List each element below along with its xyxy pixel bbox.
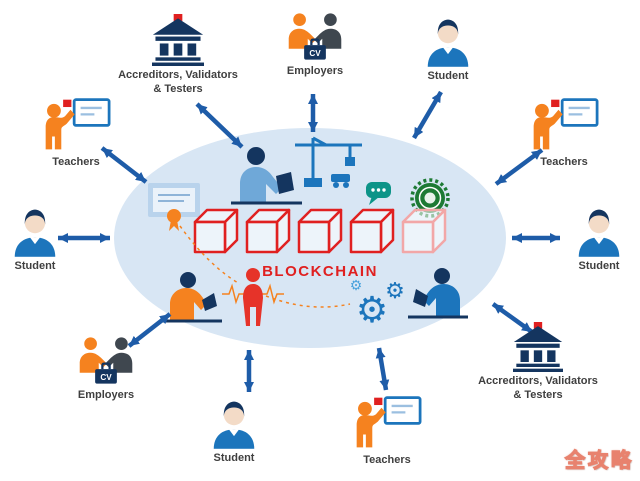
node-label: Accreditors, Validators& Testers <box>118 69 238 95</box>
node-teachers-bottom: Teachers <box>350 394 424 468</box>
svg-text:⚙: ⚙ <box>350 277 363 293</box>
node-student-right: Student <box>567 206 631 274</box>
student-icon <box>572 206 626 257</box>
center-scene: BLOCKCHAIN ⚙ ⚙ ⚙ <box>114 128 506 348</box>
cube-icon <box>245 208 291 254</box>
arrow-student-top-right <box>412 90 443 140</box>
person-at-laptop-left-icon <box>162 272 222 323</box>
node-student-left: Student <box>3 206 67 274</box>
crane-icon <box>295 136 362 188</box>
teacher-icon <box>529 96 599 153</box>
human-figure-icon <box>222 268 284 326</box>
student-icon <box>8 206 62 257</box>
node-employers-bottom-left: Employers <box>61 334 151 403</box>
cube-icon <box>297 208 343 254</box>
node-accreditors-top-left: Accreditors, Validators& Testers <box>103 14 253 97</box>
node-label: Student <box>427 70 469 82</box>
gears-icon: ⚙ ⚙ ⚙ <box>350 277 405 330</box>
teacher-icon <box>352 394 422 451</box>
node-label: Teachers <box>540 156 588 168</box>
arrow-teachers-upper-left <box>100 146 148 184</box>
chat-icon <box>366 182 391 205</box>
node-label: Accreditors, Validators& Testers <box>478 375 598 401</box>
arrow-employers-bottom-left <box>127 312 172 348</box>
seal-icon <box>410 178 450 218</box>
cube-icon <box>401 208 447 254</box>
svg-text:⚙: ⚙ <box>356 289 388 330</box>
node-label: Student <box>578 260 620 272</box>
node-label: Teachers <box>363 454 411 466</box>
node-label: Employers <box>286 65 344 77</box>
blockchain-label: BLOCKCHAIN <box>262 263 378 280</box>
node-student-top-right: Student <box>416 16 480 84</box>
node-label: Employers <box>77 389 135 401</box>
student-icon <box>207 398 261 449</box>
bank-icon <box>511 322 565 372</box>
node-teachers-upper-left: Teachers <box>39 96 113 170</box>
certificate-icon <box>148 183 200 231</box>
person-at-laptop-right-icon <box>408 268 468 319</box>
blockchain-cubes <box>193 208 447 254</box>
arrow-teachers-upper-right <box>494 148 544 186</box>
node-label: Student <box>14 260 56 272</box>
student-icon <box>421 16 475 67</box>
bank-icon <box>150 14 206 66</box>
node-label: Teachers <box>52 156 100 168</box>
watermark: 全攻略 <box>564 449 634 472</box>
employers-icon <box>77 334 135 386</box>
employers-icon <box>286 10 344 62</box>
teacher-icon <box>41 96 111 153</box>
node-employers-top: Employers <box>270 10 360 79</box>
cube-icon <box>349 208 395 254</box>
node-student-bottom: Student <box>202 398 266 466</box>
node-accreditors-bottom-right: Accreditors, Validators& Testers <box>462 322 614 403</box>
cube-icon <box>193 208 239 254</box>
dotted-connector <box>179 225 241 285</box>
arrow-teachers-bottom <box>375 347 390 391</box>
node-label: Student <box>213 452 255 464</box>
arrow-accreditors-bottom-right <box>491 302 534 334</box>
person-at-laptop-top-icon <box>231 147 302 205</box>
arrow-accreditors-top-left <box>195 102 244 149</box>
node-teachers-upper-right: Teachers <box>527 96 601 170</box>
svg-text:⚙: ⚙ <box>385 278 405 303</box>
